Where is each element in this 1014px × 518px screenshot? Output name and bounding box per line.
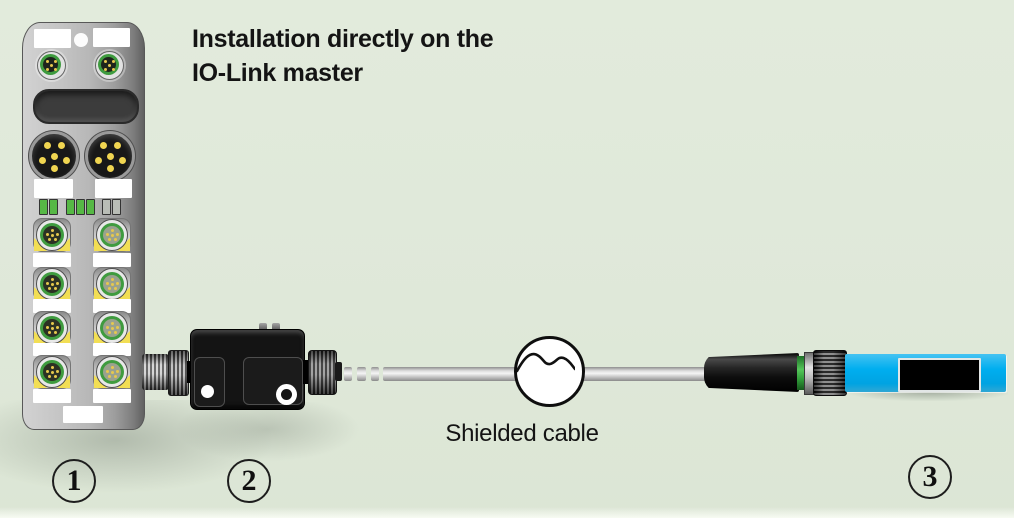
port-label-blank — [93, 253, 131, 267]
connector-green-ring — [797, 356, 804, 390]
cable-dash — [357, 367, 366, 381]
status-led — [66, 199, 75, 215]
module-display-slot — [33, 89, 139, 124]
m12-plug-thread — [142, 354, 169, 390]
cable-dash — [344, 367, 352, 381]
shielded-cable-label: Shielded cable — [445, 420, 599, 447]
sensor-coupling-nut — [813, 350, 847, 396]
page-edge-highlight — [0, 507, 1014, 518]
io-port-icon — [93, 355, 131, 389]
title-line-2: IO-Link master — [192, 59, 363, 87]
coupling-nut — [308, 350, 337, 395]
status-led — [76, 199, 85, 215]
status-led — [102, 199, 111, 215]
module-label-blank — [34, 29, 71, 48]
device-shadow — [175, 402, 360, 462]
io-port-icon — [93, 218, 131, 252]
io-port-icon — [33, 311, 71, 345]
io-port-icon — [93, 311, 131, 345]
device-button — [259, 323, 267, 330]
status-led — [112, 199, 121, 215]
io-port-icon — [33, 267, 71, 301]
callout-number: 2 — [241, 464, 257, 497]
io-port-icon — [33, 218, 71, 252]
callout-number: 3 — [922, 460, 938, 493]
status-led — [49, 199, 58, 215]
sensor-shadow — [850, 392, 1008, 401]
port-label-blank — [33, 299, 71, 313]
cable-dash — [371, 367, 379, 381]
diagram-title: Installation directly on the IO-Link mas… — [192, 22, 592, 90]
mounting-hole — [74, 33, 88, 47]
m12-power-connector-icon — [85, 131, 135, 181]
io-port-icon — [33, 355, 71, 389]
module-label-blank — [34, 179, 73, 198]
title-line-1: Installation directly on the — [192, 25, 494, 53]
callout-number: 1 — [66, 464, 82, 497]
m8-connector-icon — [37, 51, 66, 80]
callout-1-master: 1 — [52, 459, 96, 503]
port-label-blank — [93, 389, 131, 403]
sensor-display — [898, 358, 981, 392]
port-label-blank — [93, 299, 131, 313]
device-panel — [194, 357, 225, 407]
plug-neck — [187, 361, 192, 383]
device-button — [272, 323, 280, 330]
callout-2-device: 2 — [227, 459, 271, 503]
callout-3-sensor: 3 — [908, 455, 952, 499]
molded-cable-connector — [704, 353, 799, 392]
coupling-nut — [168, 350, 189, 396]
status-led — [39, 199, 48, 215]
device-panel — [243, 357, 303, 405]
module-label-blank — [95, 179, 132, 198]
port-label-blank — [33, 253, 71, 267]
port-label-blank — [33, 389, 71, 403]
connector-tip — [335, 362, 342, 381]
status-led — [86, 199, 95, 215]
m8-connector-icon — [95, 51, 124, 80]
port-label-blank — [93, 343, 131, 356]
io-port-icon — [93, 267, 131, 301]
module-label-blank — [63, 406, 103, 423]
cable-break-icon — [514, 336, 585, 407]
device-led-ring-icon — [276, 384, 297, 405]
io-link-master-module — [22, 22, 145, 430]
module-label-blank — [93, 28, 130, 47]
device-led-icon — [201, 385, 214, 398]
port-label-blank — [33, 343, 71, 356]
m12-power-connector-icon — [29, 131, 79, 181]
plug-neck — [303, 360, 309, 384]
